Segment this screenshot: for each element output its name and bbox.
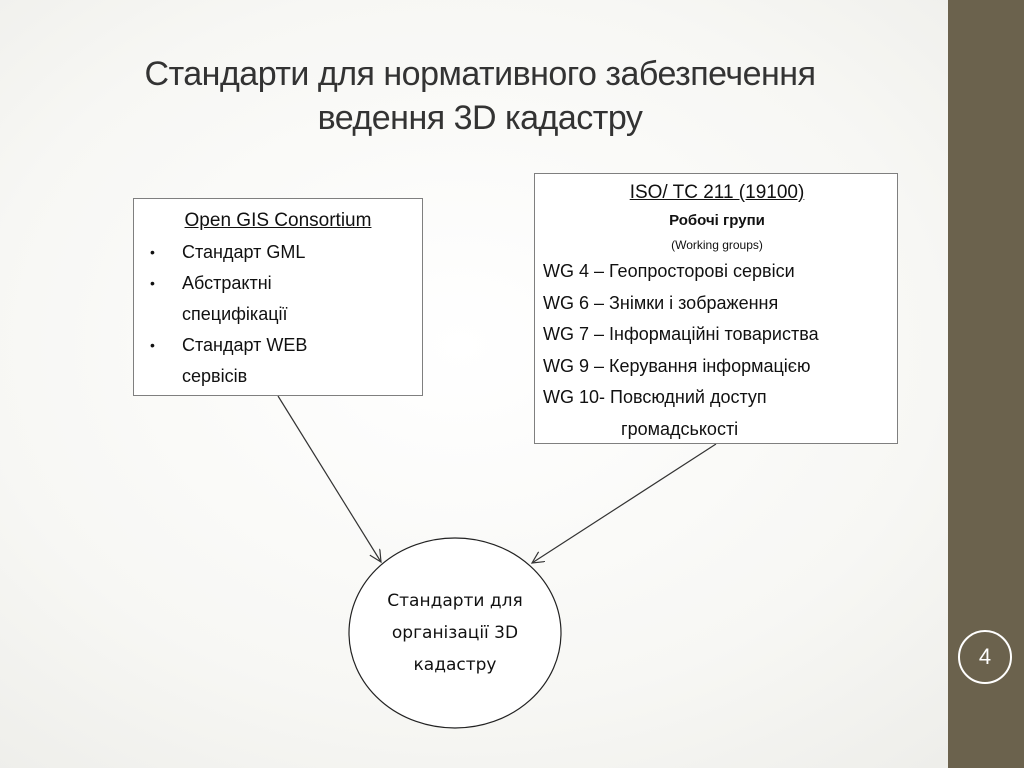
iso-group-wg4: WG 4 – Геопросторові сервіси	[543, 261, 795, 281]
ogc-item-abstract-cont: специфікації	[144, 299, 412, 330]
bullet-icon: •	[150, 244, 155, 260]
title-line-2: ведення 3D кадастру	[317, 99, 643, 137]
ogc-item-label: Стандарт WEB	[182, 335, 308, 355]
iso-subheading: Робочі групи	[669, 212, 765, 229]
ogc-list: • Стандарт GML • Абстрактні специфікації •…	[144, 237, 412, 392]
ogc-box: Open GIS Consortium • Стандарт GML • Абстр…	[133, 198, 423, 396]
arrow-ogc-to-target	[277, 395, 381, 562]
target-ellipse	[348, 537, 562, 729]
target-node-label: Стандарти для організації 3D кадастру	[355, 585, 555, 681]
iso-group-wg6: WG 6 – Знімки і зображення	[543, 292, 779, 313]
iso-group-wg9: WG 9 – Керування інформацією	[543, 355, 811, 376]
iso-heading: ISO/ TC 211 (19100)	[629, 182, 805, 203]
iso-box: ISO/ TC 211 (19100) Робочі групи (Workin…	[534, 173, 898, 444]
target-line-3: кадастру	[413, 655, 497, 675]
iso-group-wg7: WG 7 – Інформаційні товариства	[543, 324, 819, 344]
title-line-1: Стандарти для нормативного забезпечення	[144, 55, 816, 93]
ogc-item-label: Абстрактні	[182, 273, 272, 293]
iso-group-wg10: WG 10- Повсюдний доступ	[543, 387, 767, 407]
ogc-item-web: • Стандарт WEB	[144, 330, 412, 361]
bullet-icon: •	[150, 275, 155, 291]
ogc-item-web-cont: сервісів	[144, 361, 412, 392]
target-line-2: організації 3D	[391, 623, 519, 643]
ogc-item-gml: • Стандарт GML	[144, 237, 412, 268]
bullet-icon: •	[150, 337, 155, 353]
iso-subheading-en: (Working groups)	[671, 238, 763, 252]
page-number-badge: 4	[958, 630, 1012, 684]
ogc-item-label: Стандарт GML	[182, 242, 306, 262]
iso-group-wg10-cont: громадськості	[621, 418, 739, 439]
ogc-item-label: сервісів	[182, 366, 248, 386]
ogc-heading: Open GIS Consortium	[184, 210, 372, 231]
ogc-item-abstract: • Абстрактні	[144, 268, 412, 299]
target-line-1: Стандарти для	[387, 591, 523, 611]
ogc-item-label: специфікації	[182, 304, 288, 324]
arrow-iso-to-target	[532, 443, 717, 563]
slide-title: Стандарти для нормативного забезпечення …	[60, 52, 900, 140]
